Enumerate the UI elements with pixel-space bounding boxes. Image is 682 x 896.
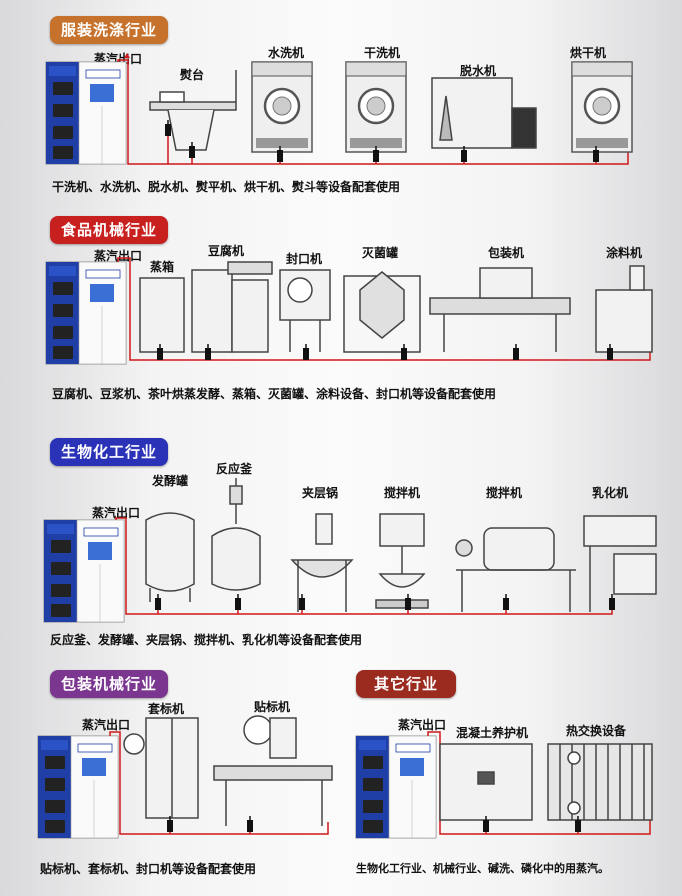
section-caption-garment: 干洗机、水洗机、脱水机、熨平机、烘干机、熨斗等设备配套使用 <box>52 180 401 194</box>
machine-label-mixer: 搅拌机 <box>384 486 421 500</box>
steam-outlet-label: 蒸汽出口 <box>398 718 447 732</box>
heat-exchanger <box>547 743 653 821</box>
coating-machine <box>595 265 653 353</box>
section-title-other: 其它行业 <box>356 670 457 698</box>
steam-boiler <box>45 261 127 365</box>
section-caption-pack: 贴标机、套标机、封口机等设备配套使用 <box>40 862 257 876</box>
machine-label-dry-cleaner: 干洗机 <box>364 46 401 60</box>
machine-label-labeler: 贴标机 <box>254 700 291 714</box>
tumble-dryer <box>570 60 634 154</box>
steam-boiler <box>43 519 125 623</box>
machine-label-sterilizer: 灭菌罐 <box>362 246 399 260</box>
steam-boiler <box>37 735 119 839</box>
food-diagram <box>45 257 653 365</box>
dry-cleaning-machine <box>344 60 408 154</box>
steamer-cabinet <box>139 277 185 353</box>
machine-label-steamer: 蒸箱 <box>150 260 175 274</box>
fermenter <box>145 512 195 602</box>
machine-label-fermenter: 发酵罐 <box>152 474 189 488</box>
sterilizer-tank <box>343 271 421 353</box>
machine-label-concrete-curing: 混凝土养护机 <box>456 726 529 740</box>
machine-label-washer: 水洗机 <box>268 46 305 60</box>
other-diagram <box>355 731 653 839</box>
machine-label-coater: 涂料机 <box>606 246 643 260</box>
machine-label-sealer: 封口机 <box>286 252 323 266</box>
machine-label-reactor: 反应釜 <box>216 462 253 476</box>
jacketed-kettle <box>290 513 354 612</box>
machine-label-sleeve-labeler: 套标机 <box>148 702 185 716</box>
machine-label-dryer: 烘干机 <box>570 46 607 60</box>
section-caption-other: 生物化工行业、机械行业、碱洗、磷化中的用蒸汽。 <box>356 862 609 875</box>
reactor <box>211 478 261 591</box>
steam-boiler <box>45 61 127 165</box>
machine-label-jacketed-kettle: 夹层锅 <box>302 486 339 500</box>
ironing-table <box>149 70 237 151</box>
machine-label-extractor: 脱水机 <box>460 64 497 78</box>
garment-diagram <box>45 53 634 165</box>
sleeve-labeling-machine <box>123 717 199 819</box>
machine-label-ironing-table: 熨台 <box>180 68 205 82</box>
machine-label-mixer-drum: 搅拌机 <box>486 486 523 500</box>
washing-machine <box>250 60 314 154</box>
labeling-machine <box>213 715 333 826</box>
section-title-chem: 生物化工行业 <box>50 438 169 466</box>
section-title-garment: 服装洗涤行业 <box>50 16 169 44</box>
emulsifier <box>583 515 657 612</box>
section-title-pack: 包装机械行业 <box>50 670 169 698</box>
section-caption-chem: 反应釜、发酵罐、夹层锅、搅拌机、乳化机等设备配套使用 <box>50 633 363 647</box>
steam-boiler <box>355 735 437 839</box>
mixer <box>375 513 429 609</box>
mixer-drum <box>455 527 576 612</box>
steam-outlet-label: 蒸汽出口 <box>92 506 141 520</box>
section-title-food: 食品机械行业 <box>50 216 169 244</box>
pack-diagram <box>37 715 333 839</box>
sealer <box>279 269 331 352</box>
packing-machine <box>429 267 571 352</box>
steam-outlet-label: 蒸汽出口 <box>82 718 131 732</box>
machine-label-packer: 包装机 <box>488 246 525 260</box>
extractor <box>431 77 537 149</box>
machine-label-heat-exchanger: 热交换设备 <box>566 724 627 738</box>
section-caption-food: 豆腐机、豆浆机、茶叶烘蒸发酵、蒸箱、灭菌罐、涂料设备、封口机等设备配套使用 <box>52 387 497 401</box>
concrete-curing-machine <box>439 743 533 821</box>
machine-label-emulsifier: 乳化机 <box>592 486 629 500</box>
tofu-machine <box>191 261 273 353</box>
machine-label-tofu-machine: 豆腐机 <box>208 244 245 258</box>
chem-diagram <box>43 478 657 623</box>
